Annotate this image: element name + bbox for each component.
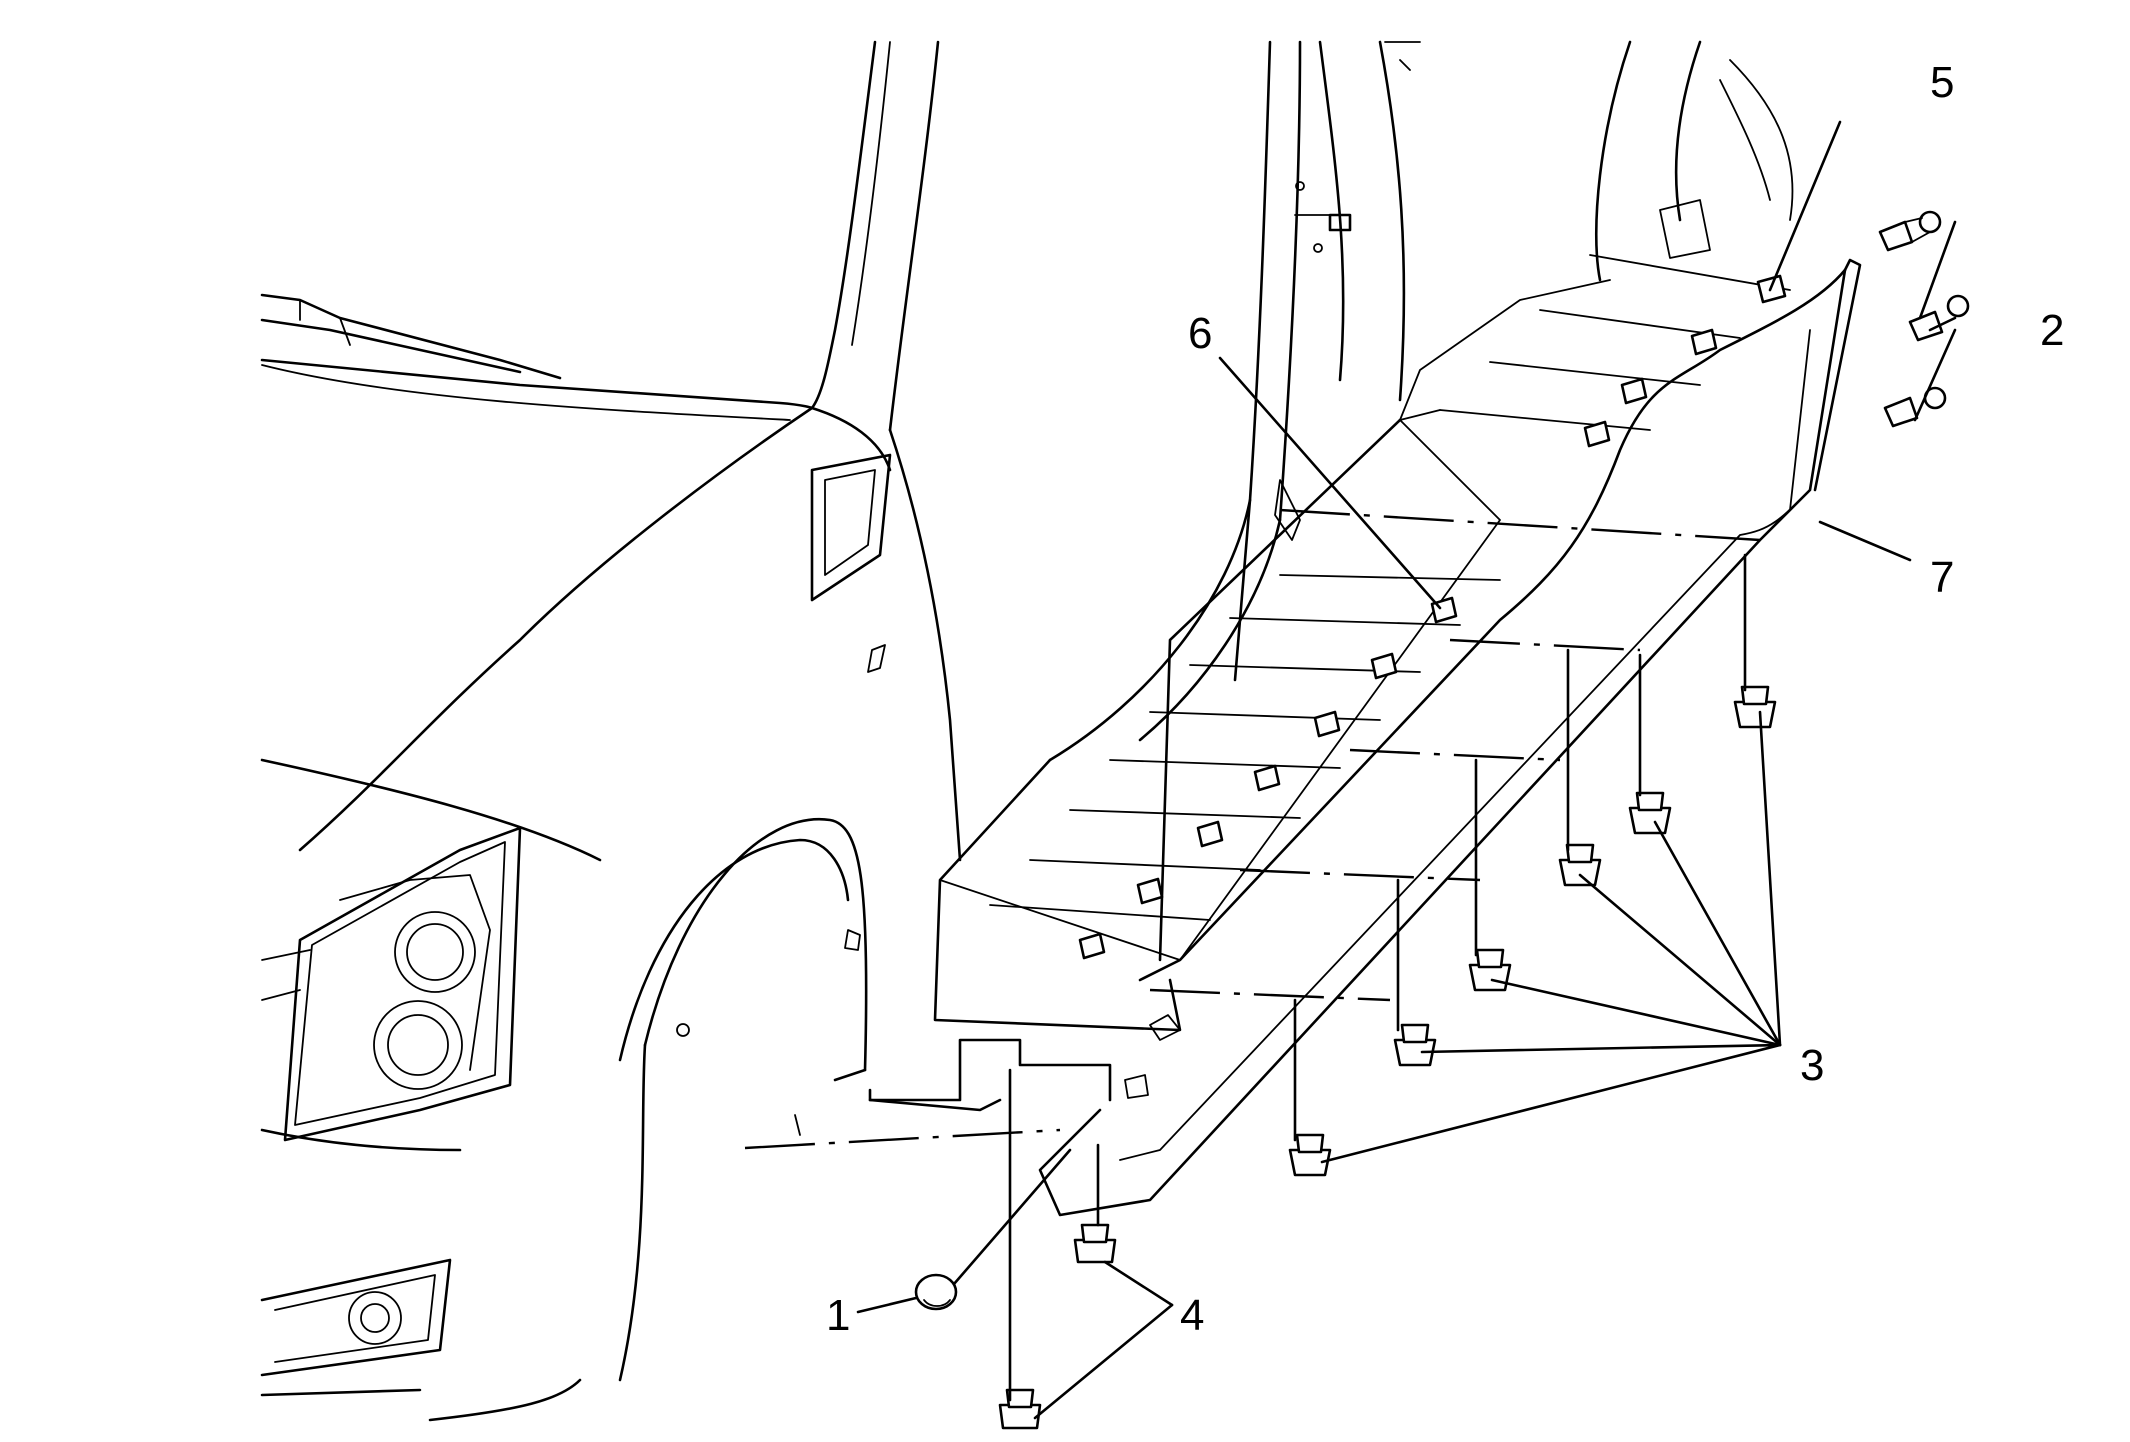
retainer-clip-3e — [1628, 791, 1672, 835]
callout-labels: 1 2 3 4 5 6 7 — [826, 58, 2064, 1340]
screw-2b — [1908, 294, 1970, 342]
retainer-clip-3d — [1558, 843, 1602, 887]
callout-4: 4 — [1180, 1291, 1204, 1340]
callout-5: 5 — [1930, 58, 1954, 107]
rocker-panel-molding — [744, 254, 1862, 1217]
leader-lines — [856, 120, 1957, 1420]
push-pin-4a — [1073, 1223, 1117, 1264]
callout-2: 2 — [2040, 306, 2064, 355]
retainer-clip-3b — [1393, 1023, 1437, 1067]
vehicle-front-body — [260, 40, 962, 1422]
callout-7: 7 — [1930, 553, 1954, 602]
plug-fastener-1 — [914, 1273, 958, 1311]
retainer-clip-3a — [1288, 1133, 1332, 1177]
push-clip-row — [1078, 328, 1718, 960]
callout-1: 1 — [826, 1291, 850, 1340]
screw-2a — [1878, 210, 1942, 252]
push-pin-4b — [998, 1388, 1042, 1430]
callout-3: 3 — [1800, 1041, 1824, 1090]
screw-2c — [1883, 386, 1947, 428]
retainer-clip-3c — [1468, 948, 1512, 992]
fasteners — [914, 210, 1970, 1430]
retainer-clip-3f — [1733, 685, 1777, 729]
door-opening-frame — [1048, 40, 1794, 762]
callout-6: 6 — [1188, 309, 1212, 358]
